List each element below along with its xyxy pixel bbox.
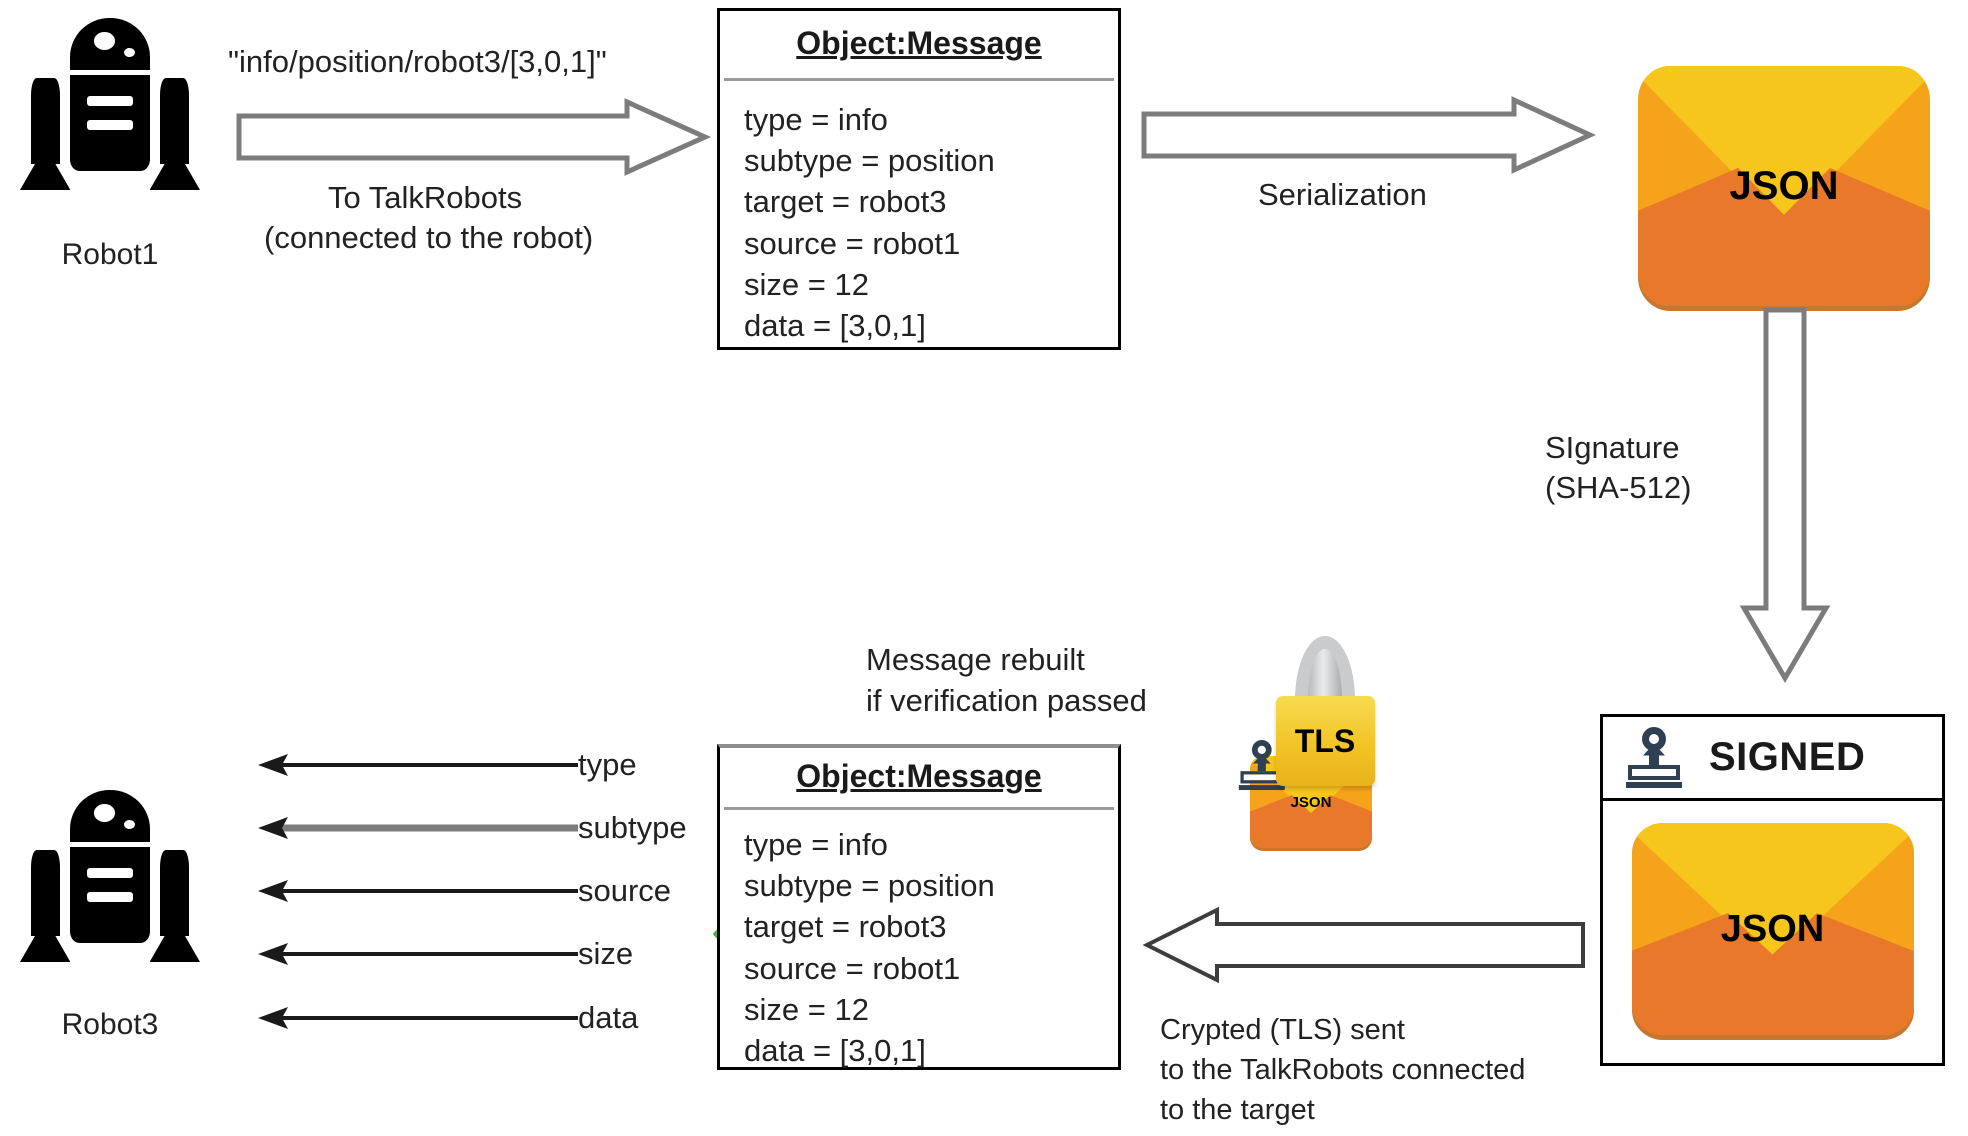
send-arrow-caption-line1: To TalkRobots <box>328 180 523 215</box>
robot1-label: Robot1 <box>61 238 159 271</box>
robot-eye-small <box>124 820 136 830</box>
field-output-label-size: size <box>578 936 634 971</box>
field-data: data = [3,0,1] <box>744 1033 926 1069</box>
message-box-bottom: Object:Message type = info subtype = pos… <box>717 744 1121 1070</box>
field-arrow-subtype <box>258 817 578 839</box>
stamp-foot <box>1626 781 1682 788</box>
json-envelope-small-label: JSON <box>1290 793 1332 811</box>
stamp-icon <box>1625 726 1683 789</box>
robot-eye-large <box>93 804 116 822</box>
json-envelope-small: JSON <box>1250 756 1372 848</box>
send-arrow-caption-line2: (connected to the robot) <box>264 220 594 255</box>
send-block-arrow <box>236 98 712 176</box>
robot-slot-top <box>86 868 134 879</box>
json-envelope-top: JSON <box>1638 66 1930 306</box>
message-box-top-divider <box>724 78 1114 81</box>
padlock-body <box>1275 696 1375 786</box>
stamp-icon-small <box>1238 740 1285 791</box>
robot-arm-right <box>160 78 190 164</box>
robot-eye-small <box>124 48 136 58</box>
signature-down-arrow <box>1739 307 1831 683</box>
robot-foot-right <box>149 934 200 962</box>
field-subtype: subtype = position <box>744 868 995 904</box>
stamp-foot <box>1238 785 1285 791</box>
field-arrow-type <box>258 754 578 776</box>
field-type: type = info <box>744 827 888 862</box>
message-box-bottom-divider <box>724 807 1114 810</box>
robot-arm-right <box>160 850 190 936</box>
rebuilt-note-line2: if verification passed <box>866 683 1147 718</box>
message-box-top-fields: type = info subtype = position target = … <box>720 81 1118 356</box>
field-target: target = robot3 <box>744 184 947 220</box>
robot-eye-large <box>93 32 116 50</box>
robot-arm-left <box>30 78 60 164</box>
robot-foot-left <box>20 162 71 190</box>
json-envelope-top-label: JSON <box>1729 163 1839 208</box>
signature-label-line1: SIgnature <box>1545 430 1680 465</box>
stamp-neck <box>1257 756 1266 773</box>
field-output-label-subtype: subtype <box>578 810 687 845</box>
robot-foot-right <box>149 162 200 190</box>
crypted-caption-line1: Crypted (TLS) sent <box>1160 1014 1405 1046</box>
field-size: size = 12 <box>744 266 869 302</box>
crypted-left-arrow <box>1142 906 1585 984</box>
robot-slot-top <box>86 96 134 107</box>
robot-slot-bottom <box>86 892 134 903</box>
field-source: source = robot1 <box>744 225 961 261</box>
robot-foot-left <box>20 934 71 962</box>
tls-label: TLS <box>1294 722 1356 759</box>
stamp-neck <box>1649 746 1659 767</box>
signed-panel-header: SIGNED <box>1603 717 1942 801</box>
field-size: size = 12 <box>744 991 869 1027</box>
serialization-block-arrow <box>1141 96 1596 174</box>
field-arrow-source <box>258 880 578 902</box>
robot-slot-bottom <box>86 120 134 131</box>
tls-group: JSON TLS <box>1238 636 1380 866</box>
message-box-top-title: Object:Message <box>796 25 1042 61</box>
json-envelope-signed: JSON <box>1631 823 1914 1035</box>
send-arrow-payload-label: "info/position/robot3/[3,0,1]" <box>228 44 607 79</box>
robot3-label: Robot3 <box>61 1008 159 1041</box>
field-target: target = robot3 <box>744 909 947 945</box>
field-output-label-source: source <box>578 873 672 908</box>
robot-arm-left <box>30 850 60 936</box>
message-box-top: Object:Message type = info subtype = pos… <box>717 8 1121 350</box>
rebuilt-note-line1: Message rebuilt <box>866 642 1085 677</box>
field-arrow-size <box>258 943 578 965</box>
padlock-icon: TLS <box>1270 636 1380 786</box>
crypted-caption-line3: to the target <box>1160 1094 1315 1126</box>
field-subtype: subtype = position <box>744 143 995 179</box>
serialization-label: Serialization <box>1258 177 1427 212</box>
signed-panel: SIGNED JSON <box>1600 714 1945 1066</box>
robot1-node: Robot1 <box>20 18 200 272</box>
message-box-bottom-fields: type = info subtype = position target = … <box>720 810 1118 1081</box>
field-arrow-data <box>258 1007 578 1029</box>
field-data: data = [3,0,1] <box>744 308 926 344</box>
robot-icon <box>20 18 200 218</box>
robot-icon <box>20 790 200 990</box>
signed-label: SIGNED <box>1709 735 1866 779</box>
stamp-base <box>1628 764 1680 780</box>
field-source: source = robot1 <box>744 950 961 986</box>
field-output-label-data: data <box>578 1000 639 1035</box>
signature-label-line2: (SHA-512) <box>1545 470 1692 505</box>
field-type: type = info <box>744 102 888 137</box>
crypted-caption-line2: to the TalkRobots connected <box>1160 1054 1526 1086</box>
message-box-bottom-title: Object:Message <box>796 758 1042 794</box>
robot3-node: Robot3 <box>20 790 200 1042</box>
field-output-label-type: type <box>578 747 637 782</box>
json-envelope-signed-label: JSON <box>1720 907 1825 950</box>
